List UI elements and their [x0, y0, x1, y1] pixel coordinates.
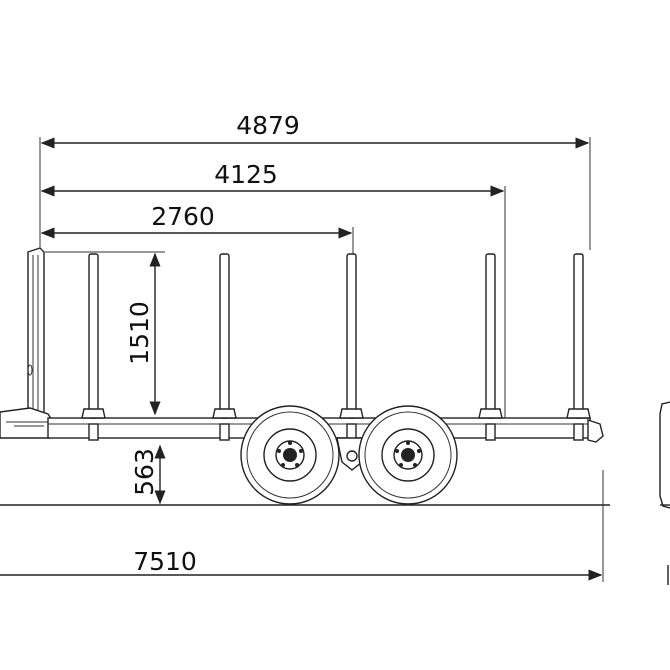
dimension-4125-label: 4125	[214, 160, 278, 189]
front-wheel	[240, 405, 340, 505]
dimension-1510: 1510	[45, 251, 165, 416]
front-headboard	[27, 247, 45, 419]
dimension-4879-label: 4879	[236, 111, 300, 140]
dimension-1510-label: 1510	[125, 301, 154, 365]
dimension-2760: 2760	[40, 202, 354, 255]
stakes	[81, 253, 591, 441]
dimension-4125: 4125	[40, 160, 506, 420]
rear-light	[587, 419, 604, 443]
drawbar	[0, 407, 57, 439]
side-view-partial	[659, 401, 670, 585]
stake-3	[339, 253, 364, 441]
stake-5	[566, 253, 591, 441]
stake-2	[212, 253, 237, 441]
stake-1	[81, 253, 106, 441]
bogie-bracket	[336, 437, 367, 471]
dimension-4879: 4879	[39, 111, 591, 250]
dimension-2760-label: 2760	[151, 202, 215, 231]
dimension-7510-label: 7510	[133, 547, 197, 576]
rear-wheel	[358, 405, 458, 505]
dimension-7510: 7510	[0, 470, 604, 582]
stake-4	[478, 253, 503, 441]
dimension-563: 563	[130, 444, 166, 505]
dimension-563-label: 563	[130, 448, 159, 496]
